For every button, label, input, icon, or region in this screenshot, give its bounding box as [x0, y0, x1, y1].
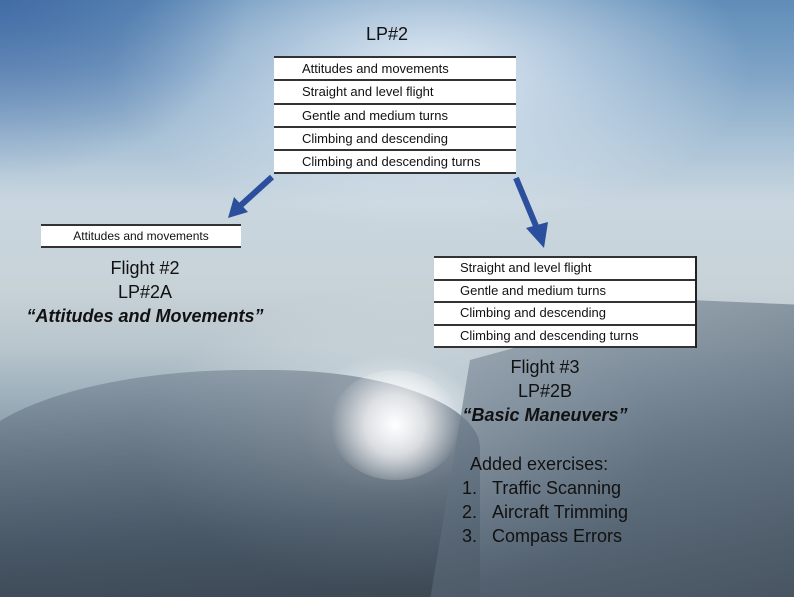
- table-row: Gentle and medium turns: [274, 105, 516, 128]
- added-exercises: Added exercises: 1. Traffic Scanning 2. …: [462, 452, 628, 548]
- lesson-title: LP#2: [366, 24, 409, 44]
- item-number: 1.: [462, 478, 478, 498]
- list-item: 1. Traffic Scanning: [462, 476, 628, 500]
- table-row: Attitudes and movements: [41, 224, 241, 248]
- arrow-down-left-icon: [228, 174, 275, 218]
- list-item: 2. Aircraft Trimming: [462, 500, 628, 524]
- table-row: Climbing and descending: [434, 303, 695, 326]
- flight-label: Flight #3: [510, 357, 580, 377]
- lesson-topics-table: Attitudes and movements Straight and lev…: [274, 56, 516, 175]
- table-row: Attitudes and movements: [274, 56, 516, 82]
- flight-label: Flight #2: [110, 258, 180, 278]
- lp2a-topics-table: Attitudes and movements: [41, 224, 241, 248]
- lp2b-caption: Flight #3 LP#2B “Basic Maneuvers”: [420, 355, 670, 427]
- lesson-name: “Attitudes and Movements”: [26, 306, 264, 326]
- table-row: Straight and level flight: [434, 256, 695, 281]
- table-row: Climbing and descending: [274, 128, 516, 152]
- exercises-header: Added exercises:: [470, 454, 609, 474]
- table-row: Climbing and descending turns: [274, 151, 516, 175]
- arrow-down-right-icon: [513, 176, 548, 248]
- item-label: Traffic Scanning: [492, 478, 622, 498]
- lesson-name: “Basic Maneuvers”: [462, 405, 628, 425]
- table-row: Gentle and medium turns: [434, 281, 695, 303]
- table-row: Straight and level flight: [274, 81, 516, 105]
- sky-shade: [0, 0, 250, 180]
- lesson-label: LP#2A: [117, 282, 173, 302]
- item-number: 3.: [462, 526, 478, 546]
- lp2a-caption: Flight #2 LP#2A “Attitudes and Movements…: [0, 256, 290, 328]
- lp2b-topics-table: Straight and level flight Gentle and med…: [434, 256, 697, 348]
- table-row: Climbing and descending turns: [434, 326, 695, 348]
- item-label: Compass Errors: [492, 526, 623, 546]
- item-label: Aircraft Trimming: [492, 502, 629, 522]
- item-number: 2.: [462, 502, 478, 522]
- list-item: 3. Compass Errors: [462, 524, 628, 548]
- lesson-label: LP#2B: [517, 381, 573, 401]
- sun-glare: [330, 370, 460, 480]
